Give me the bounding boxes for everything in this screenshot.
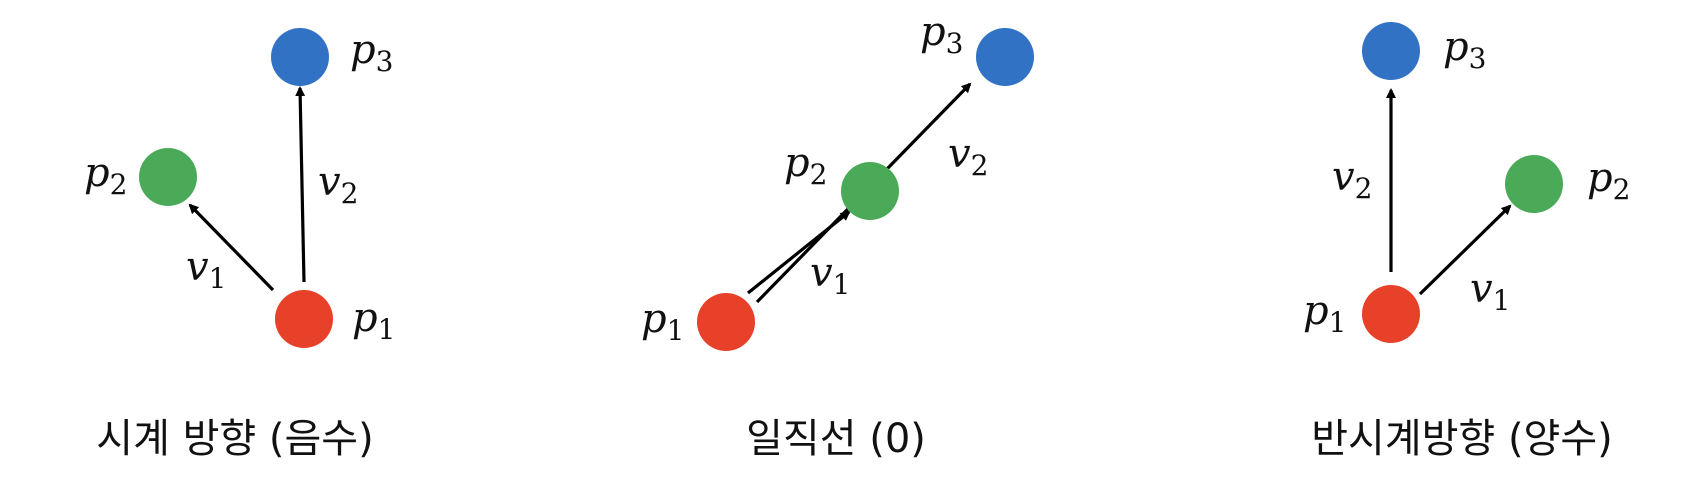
label-p3: p3 bbox=[920, 9, 963, 60]
vector-v1-arrow bbox=[1418, 204, 1512, 296]
point-p2 bbox=[1505, 155, 1563, 213]
label-p1: p1 bbox=[1303, 288, 1346, 339]
label-v2: v2 bbox=[1332, 154, 1372, 205]
point-p2 bbox=[841, 162, 899, 220]
point-p2 bbox=[139, 148, 197, 206]
label-v1: v1 bbox=[1470, 266, 1510, 317]
label-v2: v2 bbox=[948, 131, 988, 182]
point-p1 bbox=[1362, 285, 1420, 343]
caption-counterclockwise: 반시계방향 (양수) bbox=[1311, 416, 1613, 462]
panel-counterclockwise: p1 p2 p3 v1 v2 반시계방향 (양수) bbox=[1303, 22, 1630, 462]
label-v2: v2 bbox=[318, 159, 358, 210]
caption-collinear: 일직선 (0) bbox=[746, 416, 926, 462]
label-p3: p3 bbox=[1443, 24, 1486, 75]
label-p2: p2 bbox=[1587, 155, 1630, 206]
label-p1: p1 bbox=[641, 296, 684, 347]
point-p1 bbox=[275, 290, 333, 348]
vector-v1-arrow bbox=[188, 203, 275, 292]
label-p2: p2 bbox=[784, 140, 827, 191]
label-p3: p3 bbox=[350, 27, 393, 78]
panel-clockwise: p1 p2 p3 v1 v2 시계 방향 (음수) bbox=[84, 27, 395, 462]
point-p3 bbox=[271, 28, 329, 86]
label-v1: v1 bbox=[810, 250, 850, 301]
point-p3 bbox=[1362, 22, 1420, 80]
label-v1: v1 bbox=[186, 244, 226, 295]
caption-clockwise: 시계 방향 (음수) bbox=[96, 416, 373, 462]
label-p1: p1 bbox=[352, 295, 395, 346]
point-p3 bbox=[976, 28, 1034, 86]
label-p2: p2 bbox=[84, 150, 127, 201]
panel-collinear: p1 p2 p3 v1 v2 일직선 (0) bbox=[641, 9, 1034, 462]
vector-v2-arrow bbox=[295, 86, 306, 283]
point-p1 bbox=[697, 293, 755, 351]
